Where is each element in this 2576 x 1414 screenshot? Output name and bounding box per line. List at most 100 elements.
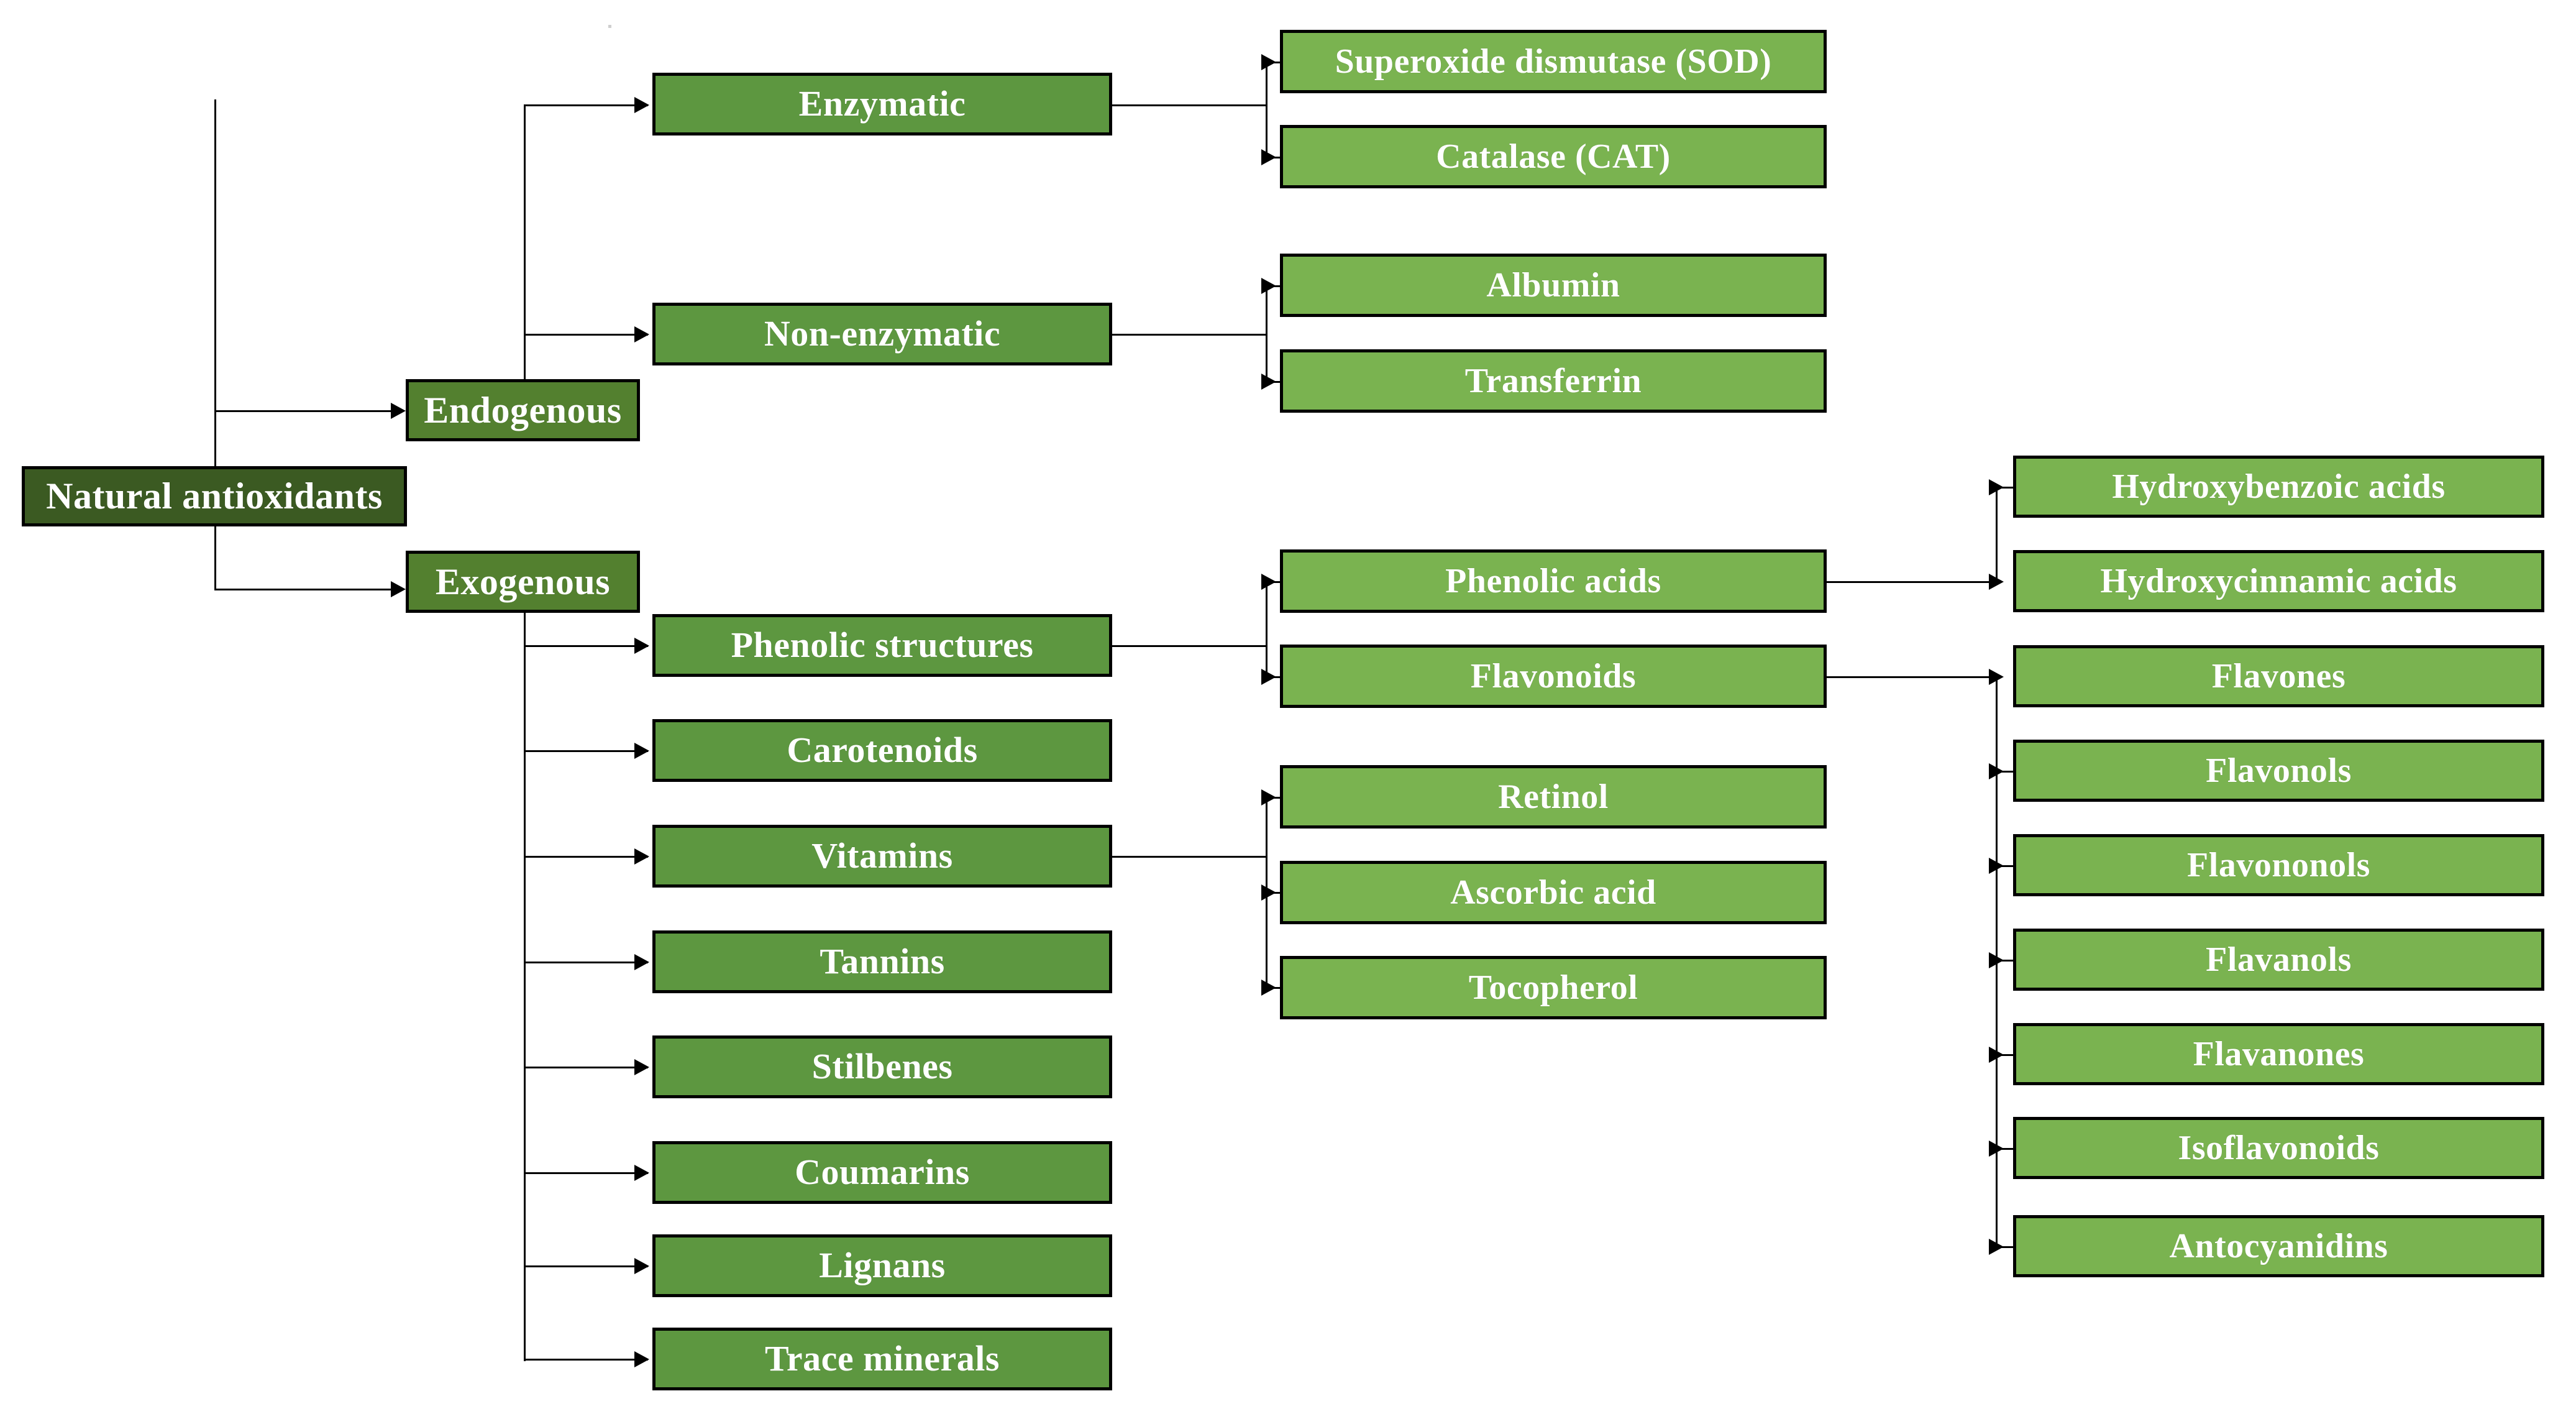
arrow-exogenous [391,581,406,597]
node-flavonols[interactable]: Flavonols [2013,740,2544,802]
node-label: Superoxide dismutase (SOD) [1335,42,1772,81]
node-coumarins[interactable]: Coumarins [652,1141,1112,1204]
node-phenolic-structures[interactable]: Phenolic structures [652,614,1112,677]
node-flavones[interactable]: Flavones [2013,645,2544,707]
connector-to-tocopherol [1266,987,1287,989]
node-enzymatic[interactable]: Enzymatic [652,73,1112,135]
node-label: Flavones [2211,656,2346,696]
node-isoflavonoids[interactable]: Isoflavonoids [2013,1117,2544,1179]
node-label: Carotenoids [787,730,978,771]
connector-nonenzymatic-split [1266,285,1267,383]
connector-root-to-exogenous [214,589,401,590]
node-trace-minerals[interactable]: Trace minerals [652,1328,1112,1390]
node-label: Flavononols [2187,845,2370,884]
node-catalase[interactable]: Catalase (CAT) [1280,125,1827,188]
arrow-flavononols [1989,858,2004,874]
connector-endogenous-to-nonenzymatic [524,334,648,336]
arrow-tocopherol [1261,980,1276,996]
connector-exo-lignans [524,1265,648,1267]
node-label: Tocopherol [1468,968,1638,1007]
connector-exo-vitamins [524,856,648,858]
node-carotenoids[interactable]: Carotenoids [652,719,1112,782]
connector-phenolic-acids-split [1996,487,1998,583]
arrow-hydroxycinnamic-acids [1989,574,2004,590]
connector-enzymatic-stem [1112,104,1267,106]
node-phenolic-acids[interactable]: Phenolic acids [1280,549,1827,613]
connector-enzymatic-split [1266,62,1267,158]
connector-exogenous-trunk [524,567,526,1350]
node-label: Hydroxycinnamic acids [2100,561,2457,600]
connector-exo-trace-minerals [524,1359,648,1361]
node-lignans[interactable]: Lignans [652,1234,1112,1297]
node-tannins[interactable]: Tannins [652,930,1112,993]
connector-to-transferrin [1266,381,1287,383]
node-flavanols[interactable]: Flavanols [2013,929,2544,991]
node-superoxide-dismutase[interactable]: Superoxide dismutase (SOD) [1280,30,1827,93]
arrow-tannins [634,954,649,970]
arrow-flavones [1989,669,2004,685]
connector-exo-carotenoids [524,750,648,752]
arrow-ascorbic-acid [1261,884,1276,901]
arrow-trace-minerals [634,1351,649,1367]
node-endogenous[interactable]: Endogenous [406,379,640,441]
connector-exo-stilbenes [524,1067,648,1068]
node-stilbenes[interactable]: Stilbenes [652,1035,1112,1098]
arrow-carotenoids [634,743,649,759]
node-flavanones[interactable]: Flavanones [2013,1023,2544,1085]
arrow-flavanols [1989,952,2004,968]
connector-root-trunk-upper [214,410,216,466]
node-label: Enzymatic [798,83,966,124]
connector-endogenous-trunk [524,104,526,381]
node-label: Albumin [1486,265,1620,305]
node-label: Tannins [820,941,945,982]
node-label: Flavanols [2206,940,2352,979]
node-label: Non-enzymatic [764,313,1001,354]
arrow-stilbenes [634,1059,649,1075]
node-flavonoids[interactable]: Flavonoids [1280,645,1827,708]
node-exogenous[interactable]: Exogenous [406,551,640,613]
connector-exo-coumarins [524,1172,648,1174]
node-label: Trace minerals [765,1338,1000,1379]
connector-endogenous-to-enzymatic [524,104,648,106]
arrow-enzymatic [634,97,649,113]
node-non-enzymatic[interactable]: Non-enzymatic [652,303,1112,365]
node-label: Antocyanidins [2169,1226,2388,1265]
connector-to-flavanols [1996,960,2013,962]
node-natural-antioxidants[interactable]: Natural antioxidants [22,466,407,526]
arrow-flavonoids [1261,669,1276,685]
node-label: Lignans [819,1245,946,1286]
connector-phenolic-split [1266,581,1267,677]
node-label: Phenolic structures [731,625,1034,666]
stray-speck [608,25,611,28]
connector-to-flavononols [1996,865,2013,867]
node-label: Isoflavonoids [2178,1128,2380,1167]
node-flavononols[interactable]: Flavononols [2013,834,2544,896]
node-albumin[interactable]: Albumin [1280,254,1827,317]
arrow-flavonols [1989,763,2004,779]
node-label: Vitamins [811,835,953,876]
node-label: Exogenous [435,561,611,602]
node-label: Flavonoids [1470,656,1637,696]
connector-to-flavonoids [1266,676,1287,678]
node-label: Stilbenes [811,1046,953,1087]
node-retinol[interactable]: Retinol [1280,765,1827,829]
node-hydroxycinnamic-acids[interactable]: Hydroxycinnamic acids [2013,550,2544,612]
node-antocyanidins[interactable]: Antocyanidins [2013,1215,2544,1277]
node-label: Hydroxybenzoic acids [2112,467,2446,506]
connector-to-phenolic-acids [1266,581,1287,583]
node-tocopherol[interactable]: Tocopherol [1280,956,1827,1019]
connector-root-trunk [214,99,216,590]
connector-to-retinol [1266,797,1287,799]
arrow-phenolic-structures [634,638,649,654]
node-label: Endogenous [424,389,622,431]
node-label: Coumarins [795,1152,970,1193]
node-hydroxybenzoic-acids[interactable]: Hydroxybenzoic acids [2013,456,2544,518]
node-transferrin[interactable]: Transferrin [1280,349,1827,413]
connector-to-cat [1266,157,1287,158]
arrow-transferrin [1261,374,1276,390]
arrow-lignans [634,1258,649,1274]
node-vitamins[interactable]: Vitamins [652,825,1112,888]
node-label: Phenolic acids [1445,561,1661,600]
node-ascorbic-acid[interactable]: Ascorbic acid [1280,861,1827,924]
node-label: Transferrin [1464,361,1642,400]
